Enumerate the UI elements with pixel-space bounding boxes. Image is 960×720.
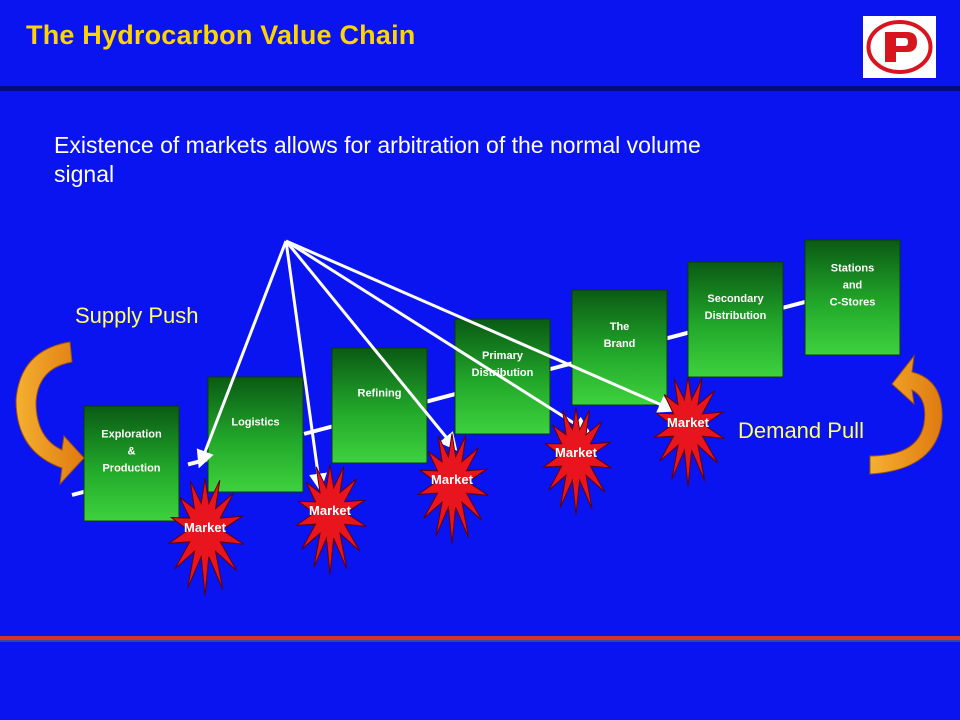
market-arrow-5 [285, 239, 677, 413]
stage-label-secondary-distribution-1: Distribution [705, 310, 767, 322]
market-arrow-2 [284, 240, 327, 492]
stage-box-refining: Refining [331, 347, 428, 464]
footer-divider-blue [0, 640, 960, 642]
logo-icon [866, 20, 933, 74]
demand-pull-arrow [869, 354, 943, 475]
stage-label-exploration-0: Exploration [101, 428, 162, 440]
market-star-4: Market [541, 408, 613, 515]
stage-label-exploration-1: & [128, 445, 136, 457]
demand-pull-label: Demand Pull [738, 418, 864, 443]
stage-label-the-brand-0: The [610, 321, 630, 333]
stage-label-secondary-distribution-0: Secondary [707, 293, 764, 305]
supply-push-arrow [15, 341, 85, 486]
market-label-1: Market [184, 520, 227, 535]
stage-label-logistics-0: Logistics [231, 416, 279, 428]
stage-boxes: Exploration & Production Logistics Refining P… [83, 239, 901, 522]
stage-label-stations-2: C-Stores [830, 296, 876, 308]
market-label-5: Market [667, 415, 710, 430]
market-label-4: Market [555, 445, 598, 460]
company-logo [863, 16, 936, 78]
stage-label-exploration-2: Production [102, 462, 160, 474]
market-arrows [196, 239, 677, 492]
market-label-2: Market [309, 503, 352, 518]
market-star-3: Market [416, 433, 489, 544]
market-arrow-4 [285, 239, 592, 434]
stage-box-logistics: Logistics [207, 376, 304, 493]
market-label-3: Market [431, 472, 474, 487]
market-arrow-1 [196, 240, 288, 469]
market-star-5: Market [652, 376, 725, 487]
stage-label-stations-0: Stations [831, 262, 874, 274]
supply-push-label: Supply Push [75, 303, 199, 328]
stage-label-primary-distribution-0: Primary [482, 350, 524, 362]
subtitle: Existence of markets allows for arbitrat… [54, 132, 701, 187]
market-star-2: Market [294, 464, 367, 575]
stage-box-exploration: Exploration & Production [83, 405, 180, 522]
stage-label-stations-1: and [843, 279, 863, 291]
stage-label-the-brand-1: Brand [604, 338, 636, 350]
market-star-1: Market [167, 478, 245, 596]
page-title: The Hydrocarbon Value Chain [26, 20, 416, 50]
footer-divider-red [0, 636, 960, 640]
stage-label-refining-0: Refining [358, 387, 402, 399]
header-divider [0, 86, 960, 91]
market-arrow-3 [284, 240, 458, 451]
